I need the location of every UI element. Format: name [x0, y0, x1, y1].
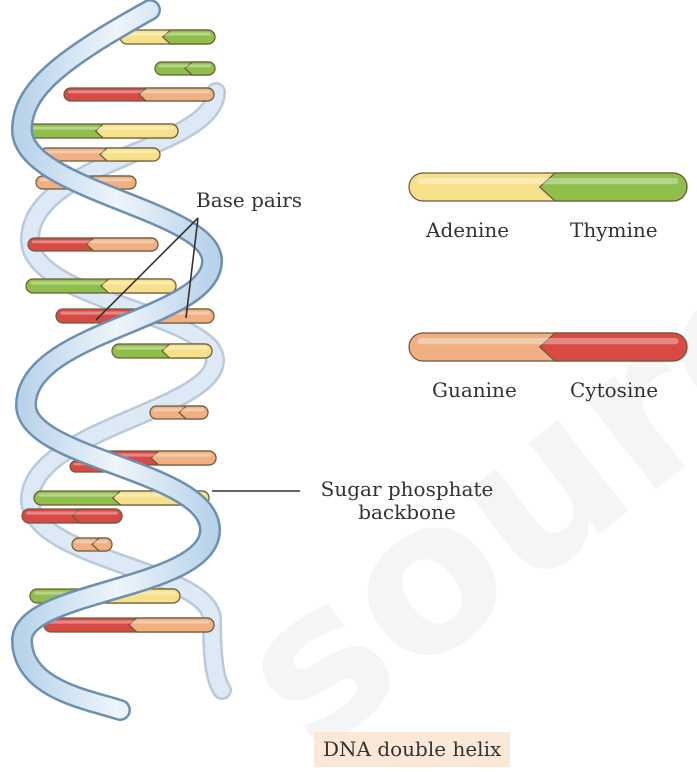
base-pair-1: [120, 30, 215, 44]
base-pair-4: [28, 124, 178, 138]
adenine-thymine-bar: [409, 173, 687, 201]
base-pair-8: [26, 279, 176, 293]
base-pair-16: [72, 538, 112, 551]
sugar-phosphate-backbone-label: Sugar phosphate backbone: [302, 478, 512, 524]
base-pair-15: [22, 509, 122, 523]
base-pairs-label: Base pairs: [196, 189, 302, 212]
base-pair-18: [44, 618, 214, 632]
base-pair-11: [150, 406, 208, 419]
front-backbone-strand: [22, 10, 212, 710]
caption: DNA double helix: [323, 737, 501, 761]
guanine-cytosine-bar: [409, 333, 687, 361]
sugar-phosphate-line-1: Sugar phosphate: [302, 478, 512, 501]
cytosine-label: Cytosine: [570, 379, 658, 402]
base-pair-7: [28, 238, 158, 251]
thymine-label: Thymine: [570, 219, 658, 242]
adenine-label: Adenine: [426, 219, 509, 242]
sugar-phosphate-line-2: backbone: [302, 501, 512, 524]
guanine-label: Guanine: [432, 379, 517, 402]
base-pair-10: [112, 344, 212, 358]
base-pair-5: [40, 148, 160, 161]
base-pair-3: [64, 88, 214, 101]
caption-box: DNA double helix: [314, 732, 510, 767]
base-pair-2: [155, 62, 215, 75]
